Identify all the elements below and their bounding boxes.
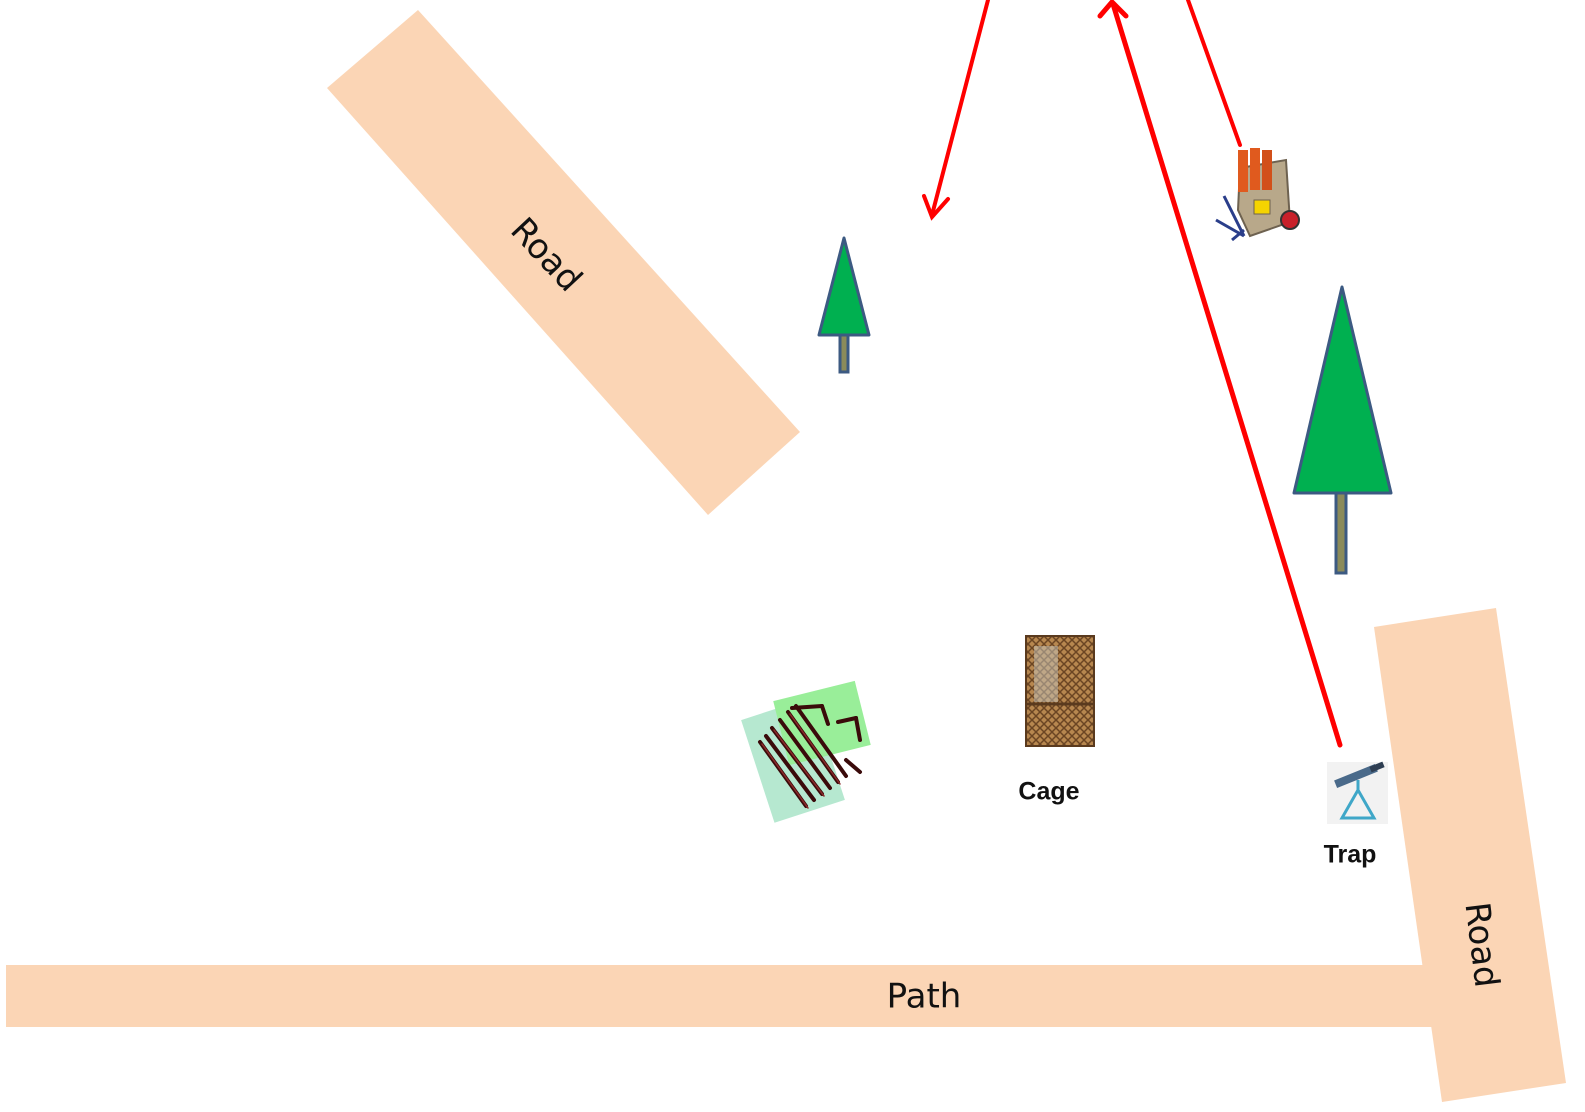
road-right [1374, 608, 1566, 1102]
trap-label: Trap [1324, 841, 1377, 869]
cage-label: Cage [1018, 778, 1079, 806]
trajectory-right [1186, 0, 1242, 147]
arrowhead-trap [1097, 0, 1129, 19]
road-diagonal [327, 10, 800, 515]
path-strip [6, 965, 1446, 1027]
tree-icon [817, 236, 871, 374]
cage-icon [1025, 635, 1095, 747]
trajectory-left [930, 0, 990, 217]
trajectory-lines [922, 0, 1343, 748]
trajectory-trap [1110, 1, 1343, 748]
arrowhead-left [922, 194, 950, 221]
tree-icon [1292, 285, 1393, 575]
bench-icon [741, 680, 871, 823]
trap-machine-icon [1327, 761, 1388, 824]
clay-target-thrower-icon [1215, 148, 1300, 242]
path-label: Path [887, 977, 962, 1017]
